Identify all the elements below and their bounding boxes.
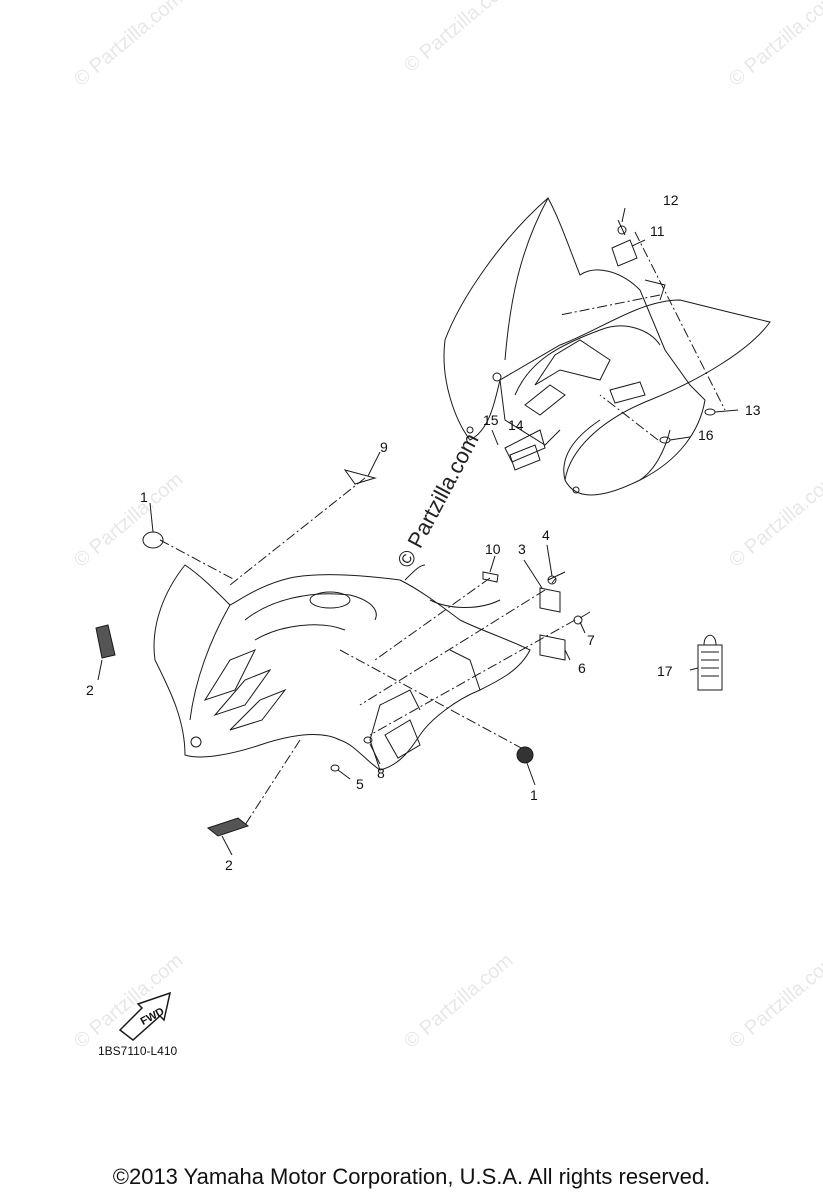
diagram-code: 1BS7110-L410 [98,1044,178,1058]
decal-part-2-lower [206,817,250,837]
callout-13: 13 [745,402,761,418]
rear-fender [443,197,771,496]
bolt-part-7 [579,611,591,619]
leader-lines [159,231,726,826]
callout-1-lower: 1 [530,787,538,803]
label-part-10 [482,571,499,583]
small-parts [95,207,739,856]
bolt-part-15 [491,429,499,446]
bolt-part-4 [547,571,566,584]
label-part-14 [509,444,541,471]
callout-3: 3 [518,541,526,557]
callout-7: 7 [587,632,595,648]
callout-14: 14 [508,417,524,433]
callout-12: 12 [663,192,679,208]
nut-part-13 [704,408,716,416]
callout-15: 15 [483,412,499,428]
callout-4: 4 [542,527,550,543]
nut-part-16 [659,436,671,444]
callout-17: 17 [657,663,673,679]
plate-part-3 [539,587,561,613]
callout-1-upper: 1 [140,489,148,505]
callout-2-lower: 2 [225,857,233,873]
emblem-part-1-lower [516,746,534,764]
callout-16: 16 [698,427,714,443]
callout-5: 5 [356,776,364,792]
callout-11: 11 [650,223,665,239]
copyright-footer: ©2013 Yamaha Motor Corporation, U.S.A. A… [112,1164,711,1189]
nut-part-5 [330,764,340,772]
plate-part-6 [539,634,566,661]
callout-10: 10 [485,541,501,557]
callout-numbers: 12 11 13 15 14 16 9 1 10 3 4 7 6 17 2 8 … [86,192,761,1028]
callout-8: 8 [377,765,385,781]
callout-9: 9 [380,439,388,455]
label-part-9 [343,469,377,485]
tag-part-17 [697,644,723,691]
fwd-label: FWD [139,1006,167,1028]
callout-2-upper: 2 [86,682,94,698]
nut-part-8 [363,736,373,744]
decal-part-2-upper [95,624,116,659]
fwd-arrow [118,991,172,1041]
front-fender [153,564,531,771]
bolt-part-12 [617,219,626,236]
callout-6: 6 [578,660,586,676]
label-part-11 [611,239,638,267]
